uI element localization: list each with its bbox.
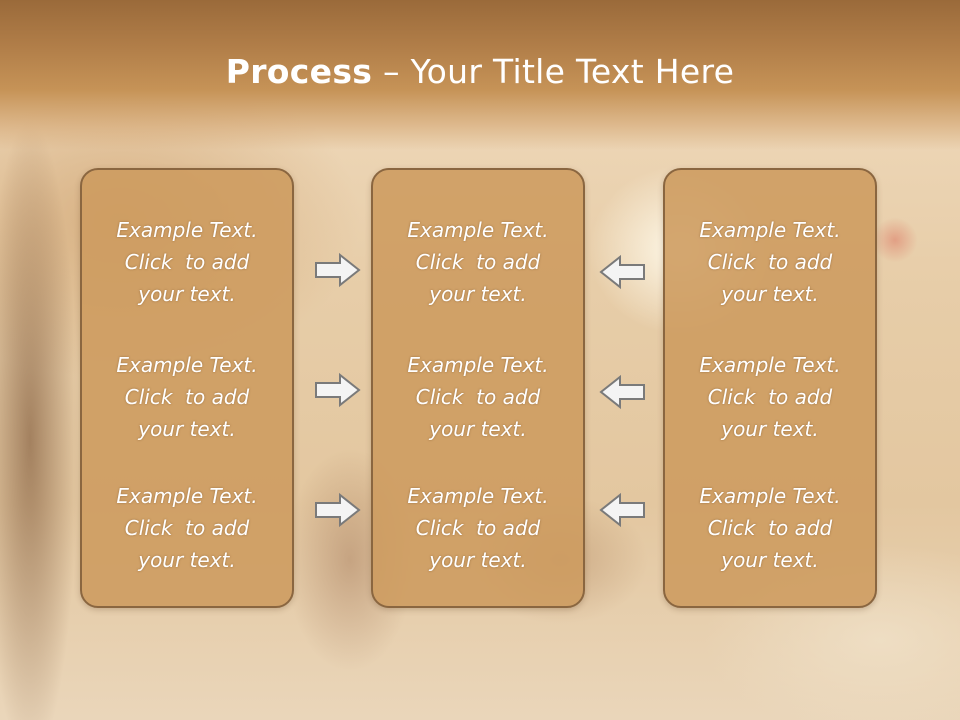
- text-placeholder[interactable]: Example Text. Click to add your text.: [373, 349, 583, 445]
- text-placeholder[interactable]: Example Text. Click to add your text.: [373, 480, 583, 576]
- title-bold: Process: [225, 52, 373, 91]
- text-line: Click to add: [124, 250, 250, 274]
- title-bar: [0, 0, 960, 150]
- arrow-left-icon[interactable]: [598, 254, 646, 290]
- title-text: – Your Title Text Here: [372, 52, 735, 91]
- arrow-right-icon[interactable]: [314, 252, 362, 288]
- text-placeholder[interactable]: Example Text. Click to add your text.: [82, 214, 292, 310]
- text-line: Example Text.: [116, 218, 258, 242]
- text-line: your text.: [721, 417, 819, 441]
- text-line: your text.: [138, 282, 236, 306]
- text-line: Click to add: [707, 385, 833, 409]
- text-line: your text.: [138, 417, 236, 441]
- text-line: Example Text.: [407, 218, 549, 242]
- text-line: Click to add: [707, 516, 833, 540]
- text-line: your text.: [429, 417, 527, 441]
- text-line: Click to add: [124, 516, 250, 540]
- text-line: Example Text.: [116, 353, 258, 377]
- left-panel[interactable]: Example Text. Click to add your text. Ex…: [80, 168, 294, 608]
- text-line: Click to add: [415, 250, 541, 274]
- text-line: Example Text.: [407, 484, 549, 508]
- text-line: Click to add: [415, 385, 541, 409]
- arrow-right-icon[interactable]: [314, 492, 362, 528]
- text-line: Click to add: [707, 250, 833, 274]
- text-placeholder[interactable]: Example Text. Click to add your text.: [665, 349, 875, 445]
- text-placeholder[interactable]: Example Text. Click to add your text.: [665, 214, 875, 310]
- text-placeholder[interactable]: Example Text. Click to add your text.: [373, 214, 583, 310]
- text-line: your text.: [721, 282, 819, 306]
- text-line: your text.: [138, 548, 236, 572]
- text-placeholder[interactable]: Example Text. Click to add your text.: [82, 480, 292, 576]
- text-line: Click to add: [124, 385, 250, 409]
- arrow-left-icon[interactable]: [598, 374, 646, 410]
- text-line: Example Text.: [699, 484, 841, 508]
- middle-panel[interactable]: Example Text. Click to add your text. Ex…: [371, 168, 585, 608]
- text-line: Example Text.: [699, 218, 841, 242]
- text-line: your text.: [429, 548, 527, 572]
- text-line: Example Text.: [699, 353, 841, 377]
- text-line: Example Text.: [116, 484, 258, 508]
- text-placeholder[interactable]: Example Text. Click to add your text.: [665, 480, 875, 576]
- text-line: your text.: [721, 548, 819, 572]
- slide-title[interactable]: Process – Your Title Text Here: [0, 52, 960, 91]
- right-panel[interactable]: Example Text. Click to add your text. Ex…: [663, 168, 877, 608]
- text-line: Click to add: [415, 516, 541, 540]
- arrow-right-icon[interactable]: [314, 372, 362, 408]
- text-placeholder[interactable]: Example Text. Click to add your text.: [82, 349, 292, 445]
- text-line: Example Text.: [407, 353, 549, 377]
- arrow-left-icon[interactable]: [598, 492, 646, 528]
- text-line: your text.: [429, 282, 527, 306]
